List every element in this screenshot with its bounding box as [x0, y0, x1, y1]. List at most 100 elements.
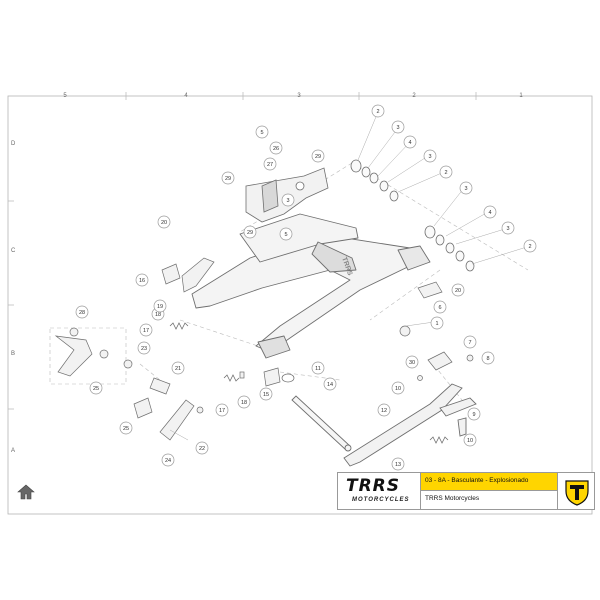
callout-bubble [137, 341, 151, 355]
callout-number: 5 [260, 130, 263, 136]
callout-number: 3 [286, 198, 289, 204]
callout-bubble [467, 407, 481, 421]
callout-19: 19 [153, 299, 167, 313]
callout-number: 26 [273, 146, 279, 152]
drawing-title: 03 - 8A - Basculante - Explosionado [425, 477, 529, 484]
callout-number: 3 [396, 125, 399, 131]
callout-4: 4 [403, 135, 417, 149]
callout-3: 3 [501, 221, 515, 235]
drawing-frame [7, 95, 593, 515]
callout-number: 29 [225, 176, 231, 182]
callout-20: 20 [451, 283, 465, 297]
callout-number: 3 [464, 186, 467, 192]
home-button[interactable] [16, 483, 36, 501]
callout-number: 2 [528, 244, 531, 250]
callout-5: 5 [279, 227, 293, 241]
callout-number: 3 [506, 226, 509, 232]
row-label: D [11, 141, 16, 147]
callout-16: 16 [135, 273, 149, 287]
callout-number: 4 [488, 210, 491, 216]
callout-5: 5 [255, 125, 269, 139]
callout-number: 22 [199, 446, 205, 452]
callout-number: 15 [263, 392, 269, 398]
callout-number: 29 [315, 154, 321, 160]
callout-2: 2 [371, 104, 385, 118]
col-label: 4 [184, 93, 188, 99]
callout-number: 7 [468, 340, 471, 346]
callout-bubble [215, 403, 229, 417]
callout-number: 25 [93, 386, 99, 392]
callout-number: 2 [376, 109, 379, 115]
callout-bubble [463, 335, 477, 349]
callout-21: 21 [171, 361, 185, 375]
callout-bubble [311, 149, 325, 163]
callout-bubble [451, 283, 465, 297]
callout-number: 30 [409, 360, 415, 366]
callout-27: 27 [263, 157, 277, 171]
badge-cell [557, 472, 595, 510]
callout-bubble [323, 377, 337, 391]
callout-number: 1 [435, 321, 438, 327]
callout-bubble [171, 361, 185, 375]
callout-number: 3 [428, 154, 431, 160]
callout-3: 3 [281, 193, 295, 207]
callout-23: 23 [137, 341, 151, 355]
callout-3: 3 [391, 120, 405, 134]
col-label: 5 [63, 93, 67, 99]
callout-number: 29 [247, 230, 253, 236]
callout-bubble [195, 441, 209, 455]
callout-bubble [89, 381, 103, 395]
callout-bubble [405, 355, 419, 369]
callout-17: 17 [139, 323, 153, 337]
callout-bubble [403, 135, 417, 149]
callout-layer: 1222333334455678910101112131415161717181… [75, 104, 537, 471]
callout-bubble [269, 141, 283, 155]
col-label: 3 [297, 93, 301, 99]
callout-9: 9 [467, 407, 481, 421]
callout-bubble [423, 149, 437, 163]
callout-bubble [75, 305, 89, 319]
callout-number: 8 [486, 356, 489, 362]
logo-subtext: MOTORCYCLES [352, 497, 410, 503]
callout-number: 5 [284, 232, 287, 238]
callout-bubble [439, 165, 453, 179]
callout-number: 13 [395, 462, 401, 468]
springs [169, 322, 449, 444]
callout-10: 10 [391, 381, 405, 395]
callout-bubble [161, 453, 175, 467]
callout-22: 22 [195, 441, 209, 455]
callout-number: 2 [444, 170, 447, 176]
callout-number: 9 [472, 412, 475, 418]
callout-bubble [263, 157, 277, 171]
callout-bubble [237, 395, 251, 409]
callout-number: 25 [123, 426, 129, 432]
callout-29: 29 [221, 171, 235, 185]
callout-bubble [463, 433, 477, 447]
callout-14: 14 [323, 377, 337, 391]
callout-number: 18 [241, 400, 247, 406]
callout-15: 15 [259, 387, 273, 401]
callout-bubble [391, 120, 405, 134]
callout-2: 2 [523, 239, 537, 253]
logo-text: TRRS [346, 476, 401, 496]
callout-bubble [430, 316, 444, 330]
callout-bubble [391, 381, 405, 395]
callout-10: 10 [463, 433, 477, 447]
callout-number: 17 [219, 408, 225, 414]
callout-number: 10 [467, 438, 473, 444]
callout-bubble [523, 239, 537, 253]
callout-bubble [153, 299, 167, 313]
callout-bubble [135, 273, 149, 287]
callout-bubble [139, 323, 153, 337]
callout-number: 6 [438, 305, 441, 311]
callout-number: 28 [79, 310, 85, 316]
callout-6: 6 [433, 300, 447, 314]
small-parts [54, 257, 474, 441]
callout-7: 7 [463, 335, 477, 349]
callout-18: 18 [237, 395, 251, 409]
callout-8: 8 [481, 351, 495, 365]
row-label: B [11, 351, 15, 357]
title-block: TRRS MOTORCYCLES 03 - 8A - Basculante - … [337, 472, 595, 510]
bearing-stack-lower [424, 225, 475, 272]
